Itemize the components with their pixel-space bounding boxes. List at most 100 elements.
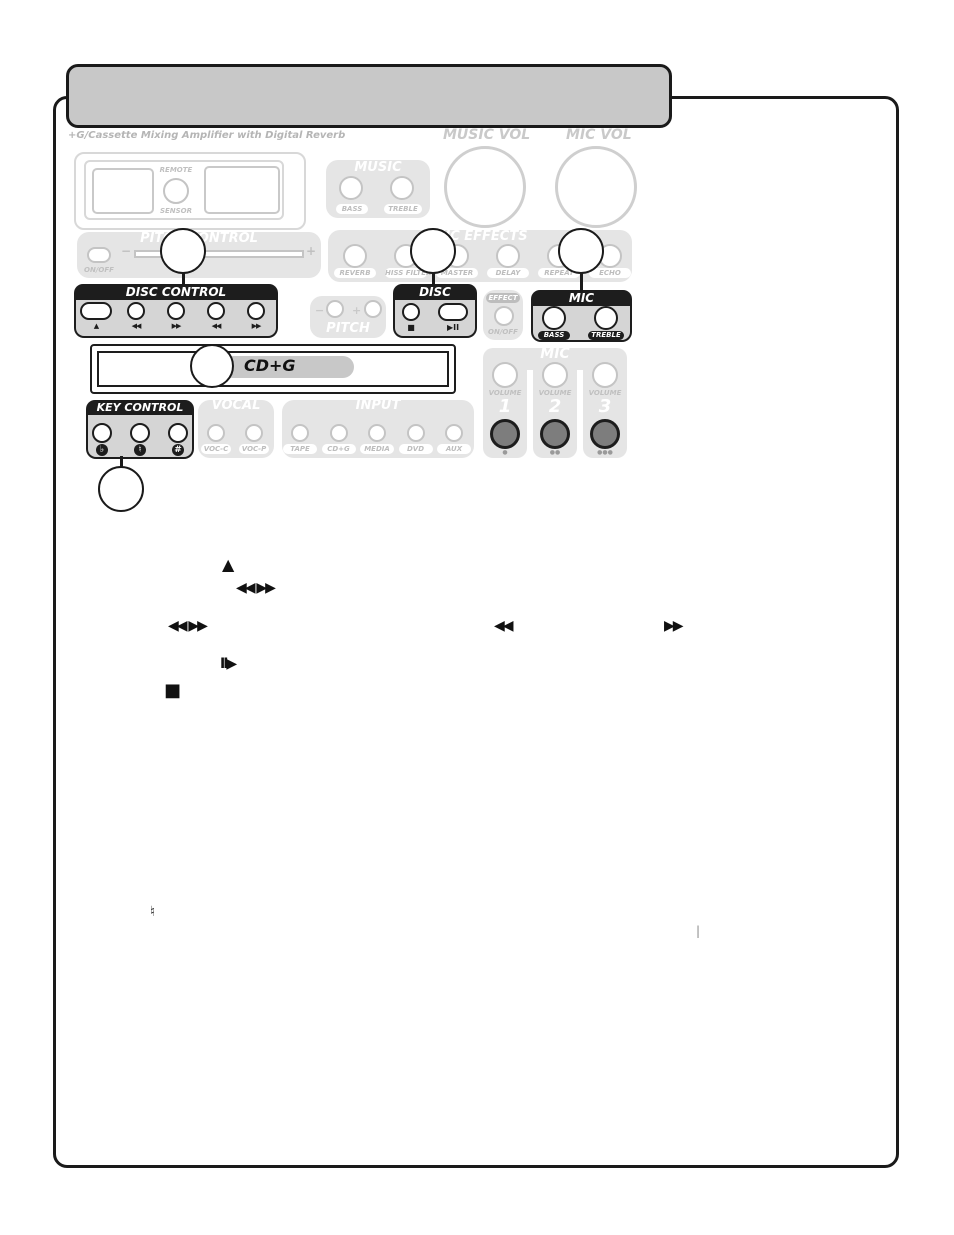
remote-sensor: [163, 178, 189, 204]
mic-effects-title: MIC EFFECTS: [432, 229, 528, 244]
input-button-3[interactable]: [406, 424, 425, 442]
vocal-button-1[interactable]: [245, 424, 263, 442]
input-button-4[interactable]: [445, 424, 463, 442]
mic-channel-dots-1: ●: [502, 449, 508, 456]
play-pause-button[interactable]: [438, 303, 468, 321]
effect-onoff-button[interactable]: [494, 306, 514, 326]
effect-label-1: HISS FILTER: [385, 268, 432, 278]
effect-label-5: ECHO: [589, 268, 631, 278]
pitch-down-button[interactable]: [326, 300, 344, 318]
effect-label-4: REPEAT: [538, 268, 580, 278]
stop-button[interactable]: [402, 303, 420, 321]
stop-symbol: ■: [407, 323, 415, 332]
input-button-0[interactable]: [291, 424, 309, 442]
disc-control-button-4[interactable]: [247, 302, 265, 320]
pitch-up-button[interactable]: [364, 300, 382, 318]
callout-leader-5: [120, 456, 123, 470]
mic-volume-knob-3[interactable]: [592, 362, 618, 388]
music-vol-label: MUSIC VOL: [443, 127, 531, 143]
key-symbol-1: ♮: [134, 444, 146, 456]
play-pause-glyph: II▶: [220, 656, 237, 672]
eject-button[interactable]: [80, 302, 112, 320]
disc-control-button-3[interactable]: [207, 302, 225, 320]
natural-glyph: ♮: [150, 904, 156, 920]
mic-treble-label: TREBLE: [588, 331, 624, 340]
search-glyph: ◀◀ ▶▶: [168, 618, 208, 634]
callout-leader-3: [580, 272, 583, 292]
key-button-0[interactable]: [92, 423, 112, 443]
mic-jack-1[interactable]: [490, 419, 520, 449]
skip-glyph: ◀◀ ▶▶: [236, 580, 276, 596]
music-bass-knob[interactable]: [339, 176, 363, 200]
vocal-label-1: VOC-P: [239, 444, 269, 454]
pitch-slider-track[interactable]: [134, 250, 304, 258]
music-title: MUSIC: [354, 160, 402, 175]
pitch-onoff-button[interactable]: [87, 247, 111, 263]
mic-jack-3[interactable]: [590, 419, 620, 449]
disc-control-symbol-3: ◀◀: [211, 322, 222, 330]
input-title: INPUT: [355, 398, 401, 413]
callout-circle-disc: [410, 228, 456, 274]
display-window-right: [204, 166, 280, 214]
mic-channel-dots-3: ●●●: [597, 449, 613, 456]
mic-channel-number-3: 3: [598, 396, 612, 417]
sensor-label: SENSOR: [159, 207, 193, 215]
pitch-minus-label: −: [121, 244, 132, 258]
forward-glyph: ▶▶: [664, 618, 683, 634]
key-symbol-0: ♭: [96, 444, 108, 456]
mic-volume-knob[interactable]: [555, 146, 637, 228]
music-treble-knob[interactable]: [390, 176, 414, 200]
mic-bass-label: BASS: [538, 331, 570, 340]
mic-volume-knob-2[interactable]: [542, 362, 568, 388]
callout-circle-mic: [558, 228, 604, 274]
key-button-2[interactable]: [168, 423, 188, 443]
key-control-buttons: ♭♮#: [86, 415, 194, 459]
remote-label: REMOTE: [159, 166, 193, 174]
disc-title: DISC: [393, 284, 477, 300]
key-button-1[interactable]: [130, 423, 150, 443]
effect-label-2: MASTER: [436, 268, 478, 278]
mic-channel-number-1: 1: [498, 396, 512, 417]
disc-control-button-2[interactable]: [167, 302, 185, 320]
disc-control-symbol-0: ▲: [93, 322, 99, 330]
input-label-3: DVD: [398, 444, 433, 454]
callout-leader-2: [432, 272, 435, 286]
effect-knob-3[interactable]: [496, 244, 520, 268]
display-window-left: [92, 168, 154, 214]
rewind-glyph: ◀◀: [494, 618, 513, 634]
music-bass-label: BASS: [336, 204, 368, 214]
vocal-button-0[interactable]: [207, 424, 225, 442]
disc-control-button-1[interactable]: [127, 302, 145, 320]
panel-subtitle: +G/Cassette Mixing Amplifier with Digita…: [68, 130, 346, 141]
disc-control-buttons: ▲ ◀◀ ▶▶ ◀◀ ▶▶: [74, 300, 278, 338]
bar-glyph: |: [696, 924, 701, 938]
input-label-0: TAPE: [283, 444, 317, 454]
mic-treble-knob[interactable]: [594, 306, 618, 330]
disc-control-symbol-1: ◀◀: [131, 322, 142, 330]
pitch-btn-plus-label: +: [352, 304, 362, 317]
input-button-1[interactable]: [329, 424, 348, 442]
cdg-logo-pill: [222, 356, 354, 378]
disc-control-symbol-4: ▶▶: [251, 322, 262, 330]
mic-bass-knob[interactable]: [542, 306, 566, 330]
effect-onoff-label: ON/OFF: [488, 328, 518, 336]
mic-volume-label-2: VOLUME: [538, 389, 572, 397]
input-label-2: MEDIA: [360, 444, 394, 454]
mic-vol-label: MIC VOL: [566, 127, 632, 143]
key-control-title: KEY CONTROL: [86, 400, 194, 415]
music-volume-knob[interactable]: [444, 146, 526, 228]
disc-control-title: DISC CONTROL: [74, 284, 278, 300]
section-title-tab: [66, 64, 672, 128]
mic-volume-label-3: VOLUME: [588, 389, 622, 397]
stop-glyph: ■: [164, 680, 182, 701]
input-button-2[interactable]: [368, 424, 386, 442]
pitch-btn-minus-label: −: [315, 304, 325, 317]
mic-jack-2[interactable]: [540, 419, 570, 449]
disc-control-symbol-2: ▶▶: [171, 322, 182, 330]
effect-knob-0[interactable]: [343, 244, 367, 268]
effect-label: EFFECT: [486, 293, 520, 303]
mic-volume-knob-1[interactable]: [492, 362, 518, 388]
mic-channel-dots-2: ●●: [549, 449, 561, 456]
music-treble-label: TREBLE: [384, 204, 422, 214]
